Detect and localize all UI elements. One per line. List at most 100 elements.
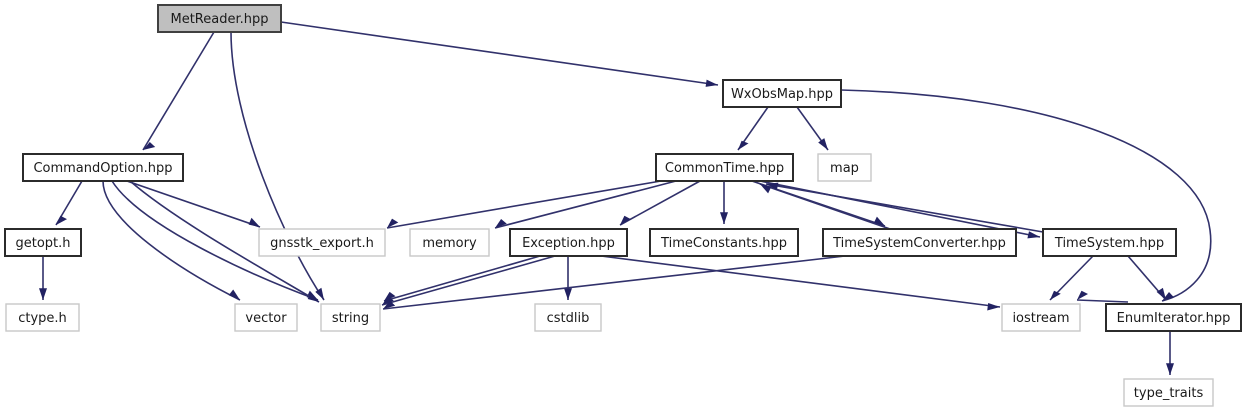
edge-line <box>619 180 701 226</box>
arrowhead-icon <box>382 296 394 305</box>
node-wxobsmap[interactable]: WxObsMap.hpp <box>722 79 842 108</box>
edge-timesystem-to-commontime <box>765 182 1044 233</box>
node-box[interactable] <box>509 228 628 257</box>
arrowhead-icon <box>387 218 399 228</box>
edge-exception-to-cstdlib <box>564 256 572 300</box>
node-box[interactable] <box>722 79 842 108</box>
edge-timesystem-to-iostream <box>1049 255 1094 301</box>
node-exception[interactable]: Exception.hpp <box>509 228 628 257</box>
edge-line <box>381 255 556 306</box>
arrowhead-icon <box>39 288 47 300</box>
node-enumiterator[interactable]: EnumIterator.hpp <box>1105 303 1242 332</box>
node-box[interactable] <box>5 303 80 332</box>
node-getopt[interactable]: getopt.h <box>4 228 82 257</box>
edge-commontime-to-timeconstants <box>720 181 728 224</box>
edges-layer <box>39 21 1212 375</box>
edge-enumiterator-to-type_traits <box>1166 331 1174 375</box>
edge-line <box>600 255 1001 308</box>
arrowhead-icon <box>818 138 828 150</box>
arrowhead-icon <box>987 303 1000 311</box>
arrowhead-icon <box>766 182 779 190</box>
node-box[interactable] <box>1001 303 1081 332</box>
arrowhead-icon <box>383 300 396 309</box>
node-ctype[interactable]: ctype.h <box>5 303 80 332</box>
edge-commontime-to-memory <box>494 180 677 229</box>
node-box[interactable] <box>1105 303 1242 332</box>
node-box[interactable] <box>22 153 184 182</box>
node-box[interactable] <box>822 228 1017 257</box>
arrowhead-icon <box>1156 287 1166 300</box>
node-box[interactable] <box>1042 228 1177 257</box>
node-box[interactable] <box>157 4 282 33</box>
edge-line <box>382 255 846 310</box>
node-memory[interactable]: memory <box>409 228 490 257</box>
node-box[interactable] <box>649 228 799 257</box>
arrowhead-icon <box>620 215 631 225</box>
edge-commandoption-to-vector <box>102 180 241 301</box>
edge-line <box>840 89 1212 302</box>
arrowhead-icon <box>143 142 156 150</box>
node-iostream[interactable]: iostream <box>1001 303 1081 332</box>
edge-exception-to-iostream <box>600 255 1001 311</box>
edge-line <box>494 180 677 229</box>
node-timeconstants[interactable]: TimeConstants.hpp <box>649 228 799 257</box>
edge-line <box>386 180 662 229</box>
edge-line <box>111 180 319 301</box>
edge-metreader-to-wxobsmap <box>280 21 719 87</box>
arrowhead-icon <box>1050 290 1061 300</box>
arrowhead-icon <box>495 219 507 228</box>
node-box[interactable] <box>234 303 298 332</box>
arrowhead-icon <box>720 212 728 224</box>
node-metreader[interactable]: MetReader.hpp <box>157 4 282 33</box>
node-string[interactable]: string <box>320 303 381 332</box>
edge-commontime-to-exception <box>619 180 701 226</box>
node-box[interactable] <box>1123 378 1214 407</box>
node-vector[interactable]: vector <box>234 303 298 332</box>
edge-line <box>765 183 1044 233</box>
edge-line <box>126 180 261 228</box>
arrowhead-icon <box>705 79 718 87</box>
edge-wxobsmap-to-map <box>796 106 829 151</box>
edge-line <box>383 255 541 302</box>
edge-commandoption-to-gnsstk_export <box>126 180 261 228</box>
arrowhead-icon <box>315 287 324 300</box>
arrowhead-icon <box>307 292 319 302</box>
node-box[interactable] <box>655 153 794 182</box>
edge-line <box>1076 299 1129 303</box>
arrowhead-icon <box>56 215 67 225</box>
arrowhead-icon <box>564 288 572 300</box>
node-cstdlib[interactable]: cstdlib <box>534 303 602 332</box>
edge-line <box>230 31 325 301</box>
node-box[interactable] <box>534 303 602 332</box>
node-gnsstk_export[interactable]: gnsstk_export.h <box>258 228 386 257</box>
edge-timesystemconverter-to-string <box>382 255 846 310</box>
edge-timesystemconverter-to-commontime <box>759 183 891 230</box>
node-box[interactable] <box>320 303 381 332</box>
node-box[interactable] <box>4 228 82 257</box>
node-commandoption[interactable]: CommandOption.hpp <box>22 153 184 182</box>
edge-exception-to-string <box>381 255 556 306</box>
edge-wxobsmap-to-enumiterator <box>840 89 1212 302</box>
arrowhead-icon <box>738 140 749 150</box>
node-box[interactable] <box>409 228 490 257</box>
arrowhead-icon <box>1027 231 1040 239</box>
edge-timesystem-to-enumiterator <box>1127 255 1167 301</box>
node-box[interactable] <box>817 153 872 182</box>
node-box[interactable] <box>258 228 386 257</box>
edge-line <box>102 180 241 301</box>
arrowhead-icon <box>228 289 240 300</box>
edge-wxobsmap-to-commontime <box>737 106 769 151</box>
node-commontime[interactable]: CommonTime.hpp <box>655 153 794 182</box>
node-type_traits[interactable]: type_traits <box>1123 378 1214 407</box>
node-timesystem[interactable]: TimeSystem.hpp <box>1042 228 1177 257</box>
arrowhead-icon <box>760 184 772 194</box>
node-map[interactable]: map <box>817 153 872 182</box>
arrowhead-icon <box>248 217 260 227</box>
edge-line <box>280 21 719 86</box>
edge-commandoption-to-string <box>129 180 320 303</box>
edge-enumiterator-to-iostream <box>1076 290 1129 303</box>
edge-line <box>142 31 215 151</box>
node-timesystemconverter[interactable]: TimeSystemConverter.hpp <box>822 228 1017 257</box>
